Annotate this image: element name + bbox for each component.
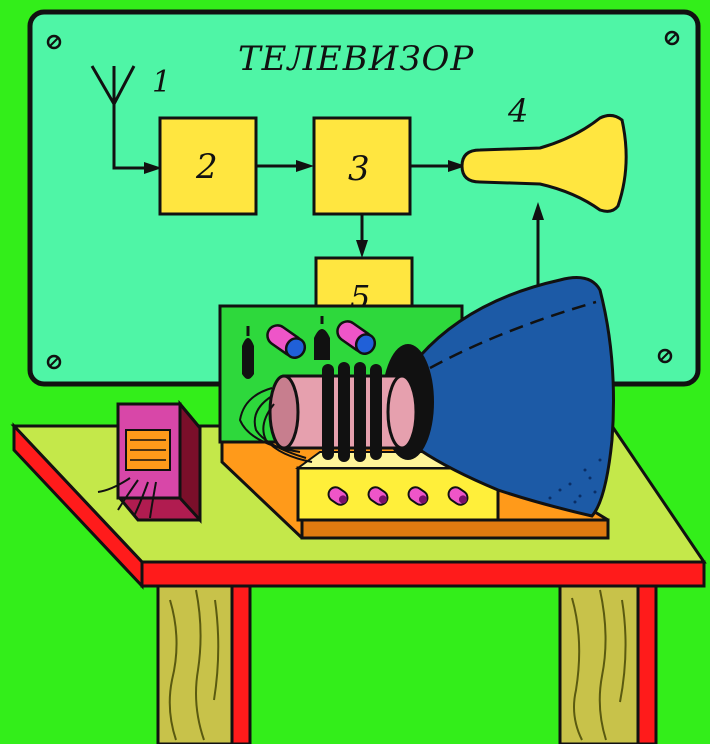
table-edge-front [140,560,706,588]
table-edge-left [12,422,144,590]
screw-icon [657,348,673,364]
block-diagram-panel: ТЕЛЕВИЗОР 1 2 3 5 4 [27,9,701,387]
arrow-icon [296,160,314,172]
screw-icon [46,34,62,50]
transformer-icon [97,399,202,524]
screw-icon [664,30,680,46]
antenna-icon [90,65,148,170]
label-receiver: 2 [195,147,218,187]
panel-title: ТЕЛЕВИЗОР [238,39,474,79]
arrow-icon [356,240,368,258]
receiver-block [158,116,258,216]
screw-icon [46,354,62,370]
crt-screen [418,276,615,518]
table-leg-right [558,584,658,744]
vacuum-tube-icon [314,316,330,360]
deflection-coil-icon [268,362,418,462]
capacitor-icon [336,320,377,355]
label-kinescope: 4 [507,92,528,130]
label-processor: 3 [348,149,370,189]
capacitor-icon [266,324,307,359]
table-leg-left [156,584,252,744]
arrow-icon [448,160,466,172]
arrow-icon [144,162,162,174]
knob-icon [367,486,389,506]
vacuum-tube-icon [242,326,254,379]
knob-icon [407,486,429,506]
label-antenna: 1 [152,65,171,100]
arrow-icon [532,202,544,220]
knob-icon [327,486,349,506]
tv-assembly [218,276,615,540]
knob-icon [447,486,469,506]
kinescope-symbol [460,113,628,213]
